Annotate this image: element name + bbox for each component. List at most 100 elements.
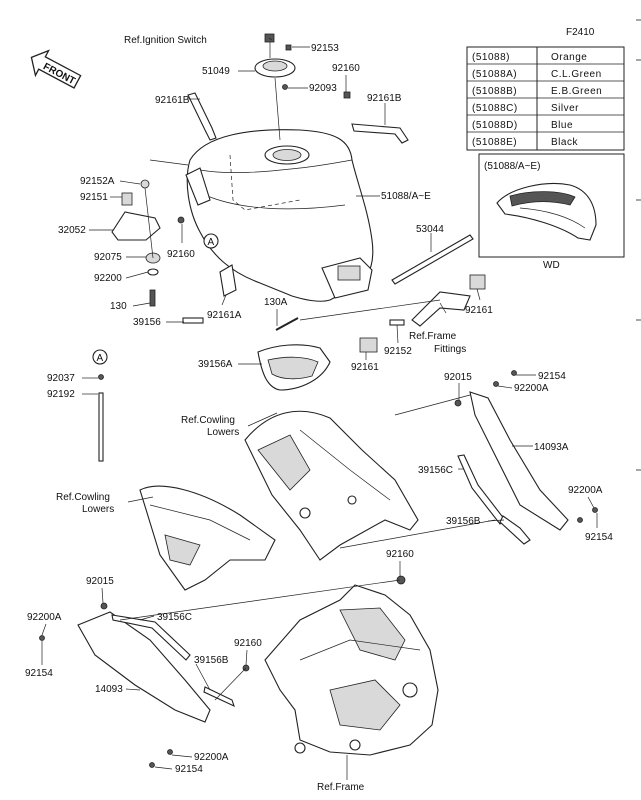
callout-39156c-right: 39156C bbox=[418, 465, 453, 476]
fasteners bbox=[39, 370, 598, 768]
color-code: (51088) bbox=[472, 52, 510, 63]
color-code: (51088C) bbox=[472, 103, 518, 114]
callout-92151: 92151 bbox=[80, 192, 108, 203]
callout-92152a: 92152A bbox=[80, 176, 115, 187]
trim-39156b-left bbox=[203, 686, 235, 708]
trim-39156c-left bbox=[111, 614, 191, 661]
bolt-92192 bbox=[98, 392, 104, 462]
callout-ref-frame: Ref.Frame bbox=[317, 782, 365, 793]
callout-ref-ignition: Ref.Ignition Switch bbox=[124, 35, 207, 46]
callout-92161b-right: 92161B bbox=[367, 93, 402, 104]
callout-ref-frame-fittings-1: Ref.Frame bbox=[409, 331, 457, 342]
callout-92200a-right: 92200A bbox=[568, 485, 603, 496]
callout-ref-cowling-lowers-1b: Lowers bbox=[207, 427, 239, 438]
cowling-lower-left bbox=[139, 485, 276, 591]
washer-92037 bbox=[98, 374, 104, 380]
marker-a-left-circle bbox=[92, 349, 108, 365]
grommet-92161-center bbox=[359, 337, 378, 353]
callout-51088: 51088/A~E bbox=[381, 191, 431, 202]
callout-39156a: 39156A bbox=[198, 359, 233, 370]
grommet-92161 bbox=[469, 274, 486, 290]
callout-92161-center: 92161 bbox=[351, 362, 379, 373]
callout-ref-frame-fittings-2: Fittings bbox=[434, 344, 466, 355]
callout-92160-low: 92160 bbox=[386, 549, 414, 560]
callout-92015-top: 92015 bbox=[444, 372, 472, 383]
marker-a-left: A bbox=[97, 353, 104, 364]
callout-92075: 92075 bbox=[94, 252, 122, 263]
callout-92200a-bottom: 92200A bbox=[194, 752, 229, 763]
trim-39156b-right bbox=[499, 515, 531, 545]
callout-14093: 14093 bbox=[95, 684, 123, 695]
callout-labels: Ref.Ignition Switch 92153 51049 92160 92… bbox=[25, 35, 613, 793]
fuel-tank bbox=[185, 129, 374, 302]
callout-92152: 92152 bbox=[384, 346, 412, 357]
callout-130a: 130A bbox=[264, 297, 288, 308]
color-code: (51088D) bbox=[472, 120, 518, 131]
callout-92154-left: 92154 bbox=[25, 668, 53, 679]
assembly-lines bbox=[119, 77, 496, 701]
marker-a-mid: A bbox=[208, 237, 215, 248]
color-code: (51088B) bbox=[472, 86, 517, 97]
callout-92160-top: 92160 bbox=[332, 63, 360, 74]
nut-92160-low bbox=[396, 575, 406, 585]
callout-39156: 39156 bbox=[133, 317, 161, 328]
color-name: E.B.Green bbox=[551, 86, 602, 97]
mount-bracket-32052 bbox=[111, 179, 185, 307]
callout-39156b-right: 39156B bbox=[446, 516, 481, 527]
callout-92161b-left: 92161B bbox=[155, 95, 190, 106]
cowling-lower-upper bbox=[244, 410, 419, 561]
inset-title: (51088/A~E) bbox=[484, 161, 540, 172]
callout-92160-mid: 92160 bbox=[167, 249, 195, 260]
callout-92192: 92192 bbox=[47, 389, 75, 400]
callout-92154-right: 92154 bbox=[585, 532, 613, 543]
callout-ref-cowling-lowers-1a: Ref.Cowling bbox=[181, 415, 235, 426]
tank-stay-92161a bbox=[219, 264, 237, 297]
frame bbox=[264, 584, 439, 756]
trim-39156c-right bbox=[457, 454, 506, 525]
callout-92154-top: 92154 bbox=[538, 371, 566, 382]
color-name: C.L.Green bbox=[551, 69, 602, 80]
rod-39156 bbox=[182, 317, 204, 324]
callout-39156c-left: 39156C bbox=[157, 612, 192, 623]
color-name: Orange bbox=[551, 52, 587, 63]
callout-ref-cowling-lowers-2a: Ref.Cowling bbox=[56, 492, 110, 503]
callout-92160-bottom: 92160 bbox=[234, 638, 262, 649]
inset-wd: (51088/A~E) WD bbox=[478, 153, 625, 271]
bracket-92161b bbox=[187, 92, 409, 144]
color-code: (51088A) bbox=[472, 69, 517, 80]
callout-32052: 32052 bbox=[58, 225, 86, 236]
frame-fittings-bracket bbox=[411, 291, 471, 327]
callout-39156b-left: 39156B bbox=[194, 655, 229, 666]
inset-caption: WD bbox=[543, 260, 560, 271]
color-name: Black bbox=[551, 137, 578, 148]
callout-92161-right: 92161 bbox=[465, 305, 493, 316]
callout-92037: 92037 bbox=[47, 373, 75, 384]
color-name: Blue bbox=[551, 120, 573, 131]
clip-92015-left bbox=[100, 602, 108, 610]
bolt-130a bbox=[275, 317, 299, 331]
color-name: Silver bbox=[551, 103, 579, 114]
callout-92153: 92153 bbox=[311, 43, 339, 54]
leader-lines bbox=[41, 37, 598, 780]
callout-130: 130 bbox=[110, 301, 127, 312]
clip-92015 bbox=[454, 399, 462, 407]
callout-ref-cowling-lowers-2b: Lowers bbox=[82, 504, 114, 515]
callout-92200a-top: 92200A bbox=[514, 383, 549, 394]
inner-panel-14093 bbox=[77, 611, 211, 723]
callout-53044: 53044 bbox=[416, 224, 444, 235]
callout-92200a-left: 92200A bbox=[27, 612, 62, 623]
callout-14093a: 14093A bbox=[534, 442, 569, 453]
callout-92154-bottom: 92154 bbox=[175, 764, 203, 775]
callout-51049: 51049 bbox=[202, 66, 230, 77]
callout-92093: 92093 bbox=[309, 83, 337, 94]
inner-panel-14093a bbox=[469, 391, 569, 531]
edge-marks bbox=[636, 19, 641, 471]
color-code: (51088E) bbox=[472, 137, 517, 148]
front-arrow-icon: FRONT bbox=[30, 49, 82, 89]
marker-a-circle bbox=[203, 233, 219, 249]
color-table: (51088) Orange (51088A) C.L.Green (51088… bbox=[466, 46, 625, 151]
callout-92161a: 92161A bbox=[207, 310, 242, 321]
callout-92200: 92200 bbox=[94, 273, 122, 284]
strip-53044 bbox=[391, 234, 474, 285]
